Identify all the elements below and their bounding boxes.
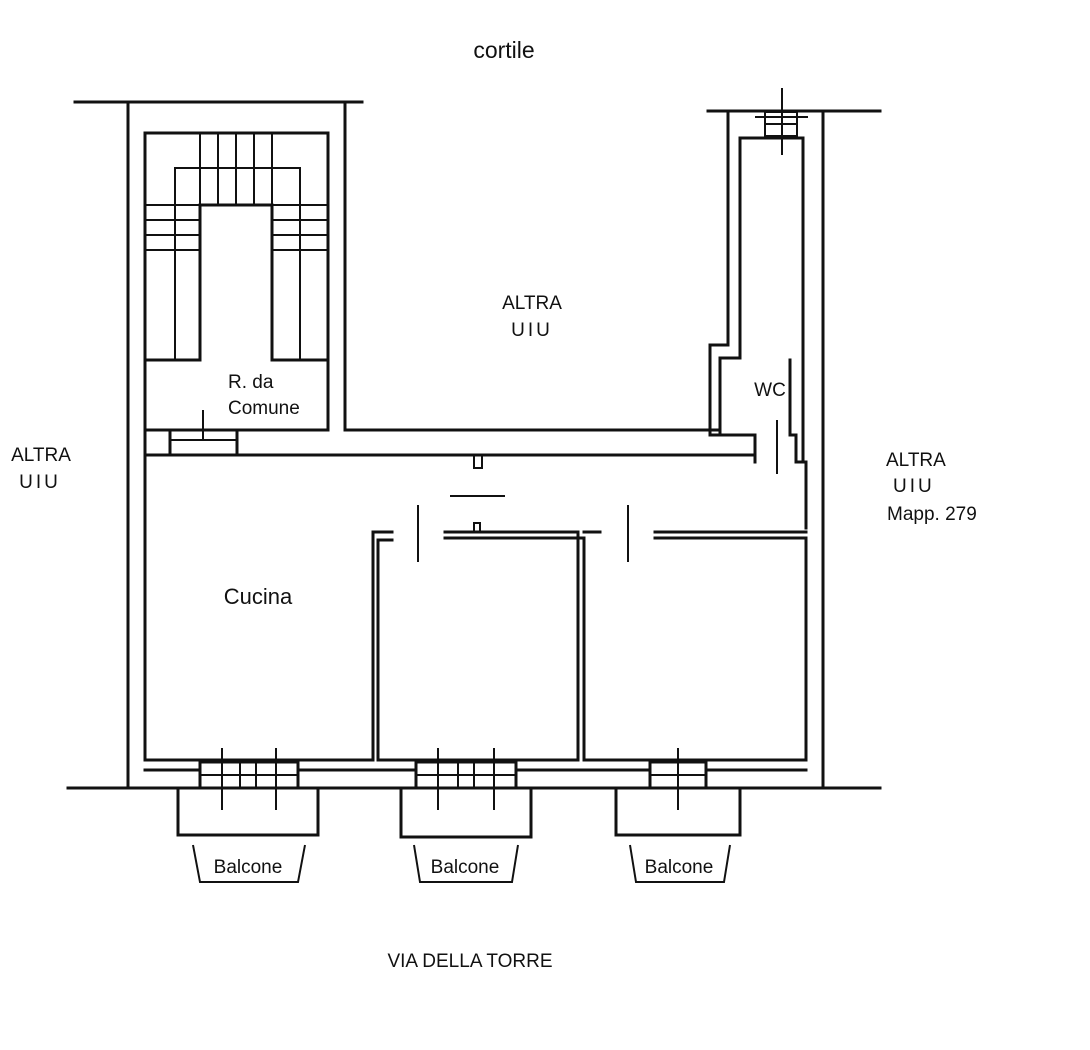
other-unit-right-label-line3: Mapp. 279: [887, 504, 977, 525]
partitions: [371, 455, 808, 762]
other-unit-left-label-line2: UIU: [19, 472, 61, 493]
wc-label: WC: [754, 380, 786, 401]
wc-block: [708, 88, 808, 474]
storage-label-line1: R. da: [228, 372, 274, 393]
balcony-1-label: Balcone: [214, 857, 283, 878]
balcony-2-label: Balcone: [431, 857, 500, 878]
balconies: [176, 788, 742, 883]
balcony-2: [399, 788, 533, 839]
other-unit-right-label-line2: UIU: [893, 476, 935, 497]
balcony-3-label: Balcone: [645, 857, 714, 878]
other-unit-right-label-line1: ALTRA: [886, 450, 946, 471]
courtyard-label: cortile: [473, 37, 534, 63]
kitchen-label: Cucina: [224, 584, 293, 609]
street-label: VIA DELLA TORRE: [387, 951, 552, 972]
storage-label-line2: Comune: [228, 398, 300, 419]
labels: cortile ALTRA UIU ALTRA UIU ALTRA UIU Ma…: [11, 37, 977, 972]
other-unit-left-label-line1: ALTRA: [11, 445, 71, 466]
other-unit-top-label-line2: UIU: [511, 320, 553, 341]
staircase: [143, 131, 330, 457]
balcony-3: [614, 788, 742, 837]
balcony-1: [176, 788, 320, 837]
windows: [198, 748, 708, 810]
other-unit-top-label-line1: ALTRA: [502, 293, 562, 314]
